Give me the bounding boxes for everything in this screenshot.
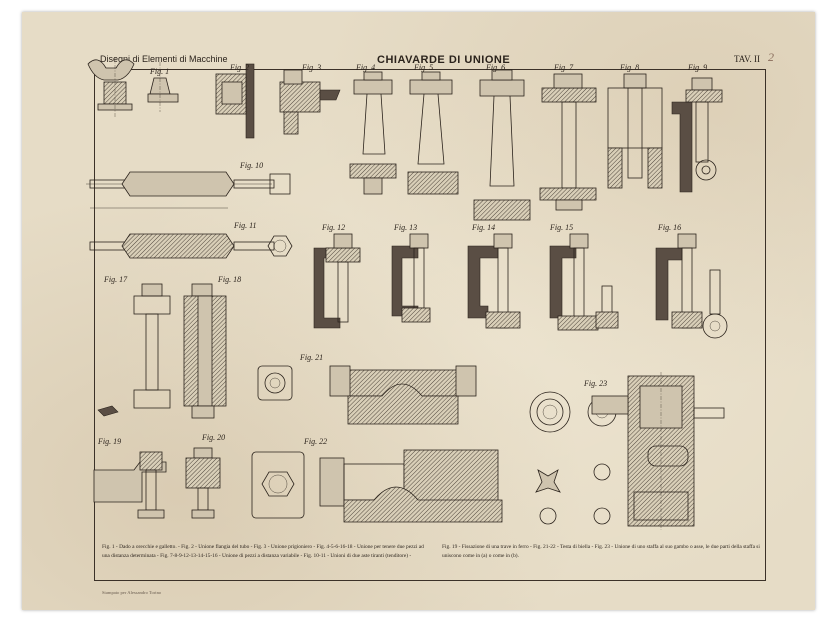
- fig-label: Fig. 20: [201, 433, 225, 442]
- fig-label: Fig. 21: [299, 353, 323, 362]
- fig-12-hook-bolt: [313, 233, 361, 329]
- fig-label: Fig. 8: [619, 63, 639, 72]
- fig-label: Fig. 12: [321, 223, 345, 232]
- fig-7-bolt: [539, 73, 597, 211]
- fig-label: Fig. 5: [413, 63, 433, 72]
- fig-label: Fig. 10: [239, 161, 263, 170]
- fig-label: Fig. 19: [97, 437, 121, 446]
- printer-credit: Stampato per Alessandro Torino: [102, 590, 162, 595]
- fig-17-bolt: [97, 283, 171, 417]
- fig-11-turnbuckle: [89, 233, 293, 259]
- fig-6-bolt: [473, 69, 531, 221]
- fig-label: Fig. 3: [301, 63, 321, 72]
- fig-14-hook-bolt: [467, 233, 521, 329]
- caption-left: Fig. 1 - Dado a orecchie e galletto. - F…: [102, 544, 424, 559]
- fig-23-strap-joint: [591, 372, 725, 530]
- fig-label: Fig. 17: [103, 275, 128, 284]
- fig-label: Fig. 4: [355, 63, 375, 72]
- plate-number: TAV. II: [734, 54, 760, 64]
- handwritten-number: 2: [768, 50, 774, 64]
- fig-label: Fig. 15: [549, 223, 573, 232]
- fig-16-hook-bolt: [655, 233, 728, 339]
- fig-22-rod-head: [251, 449, 503, 523]
- fig-label: Fig. 18: [217, 275, 241, 284]
- fig-8-bolt: [607, 73, 663, 189]
- plate-title: CHIAVARDE DI UNIONE: [377, 54, 511, 66]
- fig-label: Fig. 9: [687, 63, 707, 72]
- caption-right: Fig. 19 - Fissazione di una trave in fer…: [442, 544, 760, 559]
- fig-label: Fig. 6: [485, 63, 505, 72]
- fig-21-rod-end: [257, 365, 477, 425]
- fig-label: Fig. 1: [149, 67, 169, 76]
- fig-label: Fig. 13: [393, 223, 417, 232]
- fig-4-bolt: [349, 71, 397, 195]
- fig-1-wing-nut: [87, 57, 179, 117]
- fig-label: Fig. 2: [229, 63, 249, 72]
- fig-2-flange: [215, 63, 255, 139]
- fig-3-stud: [279, 69, 341, 135]
- fig-label: Fig. 16: [657, 223, 681, 232]
- fig-label: Fig. 7: [553, 63, 574, 72]
- fig-20-bolt: [185, 447, 221, 519]
- fig-9-bolt: [671, 77, 723, 193]
- fig-label: Fig. 14: [471, 223, 495, 232]
- fig-18-bolt: [183, 283, 227, 419]
- fig-label: Fig. 11: [233, 221, 257, 230]
- fig-10-turnbuckle: [86, 171, 291, 209]
- paper-sheet: Disegni di Elementi di Macchine CHIAVARD…: [22, 12, 815, 610]
- fig-label: Fig. 22: [303, 437, 327, 446]
- technical-drawings: Fig. 1 Fig. 2 Fig. 3 Fig. 4 Fig. 5 Fig. …: [86, 57, 728, 530]
- plate-border: [94, 69, 766, 581]
- series-title: Disegni di Elementi di Macchine: [100, 54, 228, 64]
- fig-13-hook-bolt: [391, 233, 431, 323]
- fig-label: Fig. 23: [583, 379, 607, 388]
- fig-19-beam-fixing: [93, 451, 167, 519]
- fig-15-hook-bolt: [549, 233, 619, 331]
- figure-labels: Fig. 1 Fig. 2 Fig. 3 Fig. 4 Fig. 5 Fig. …: [97, 63, 707, 446]
- fig-5-bolt: [407, 71, 459, 195]
